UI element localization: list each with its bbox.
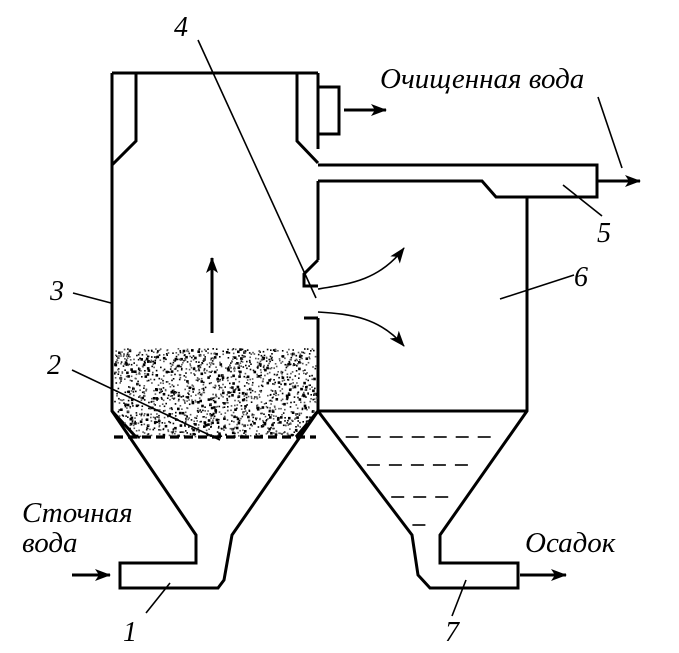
caption-waste-water-1: Сточная: [22, 497, 133, 529]
label-4: 4: [174, 12, 188, 43]
label-2: 2: [47, 350, 61, 381]
label-3: 3: [49, 276, 64, 307]
label-1: 1: [123, 617, 137, 648]
left-collar: [110, 73, 138, 167]
settler-tank: [316, 163, 599, 590]
outlet-nozzle: [318, 85, 341, 136]
overflow-trough: [318, 179, 527, 199]
filter-column: [110, 71, 341, 590]
caption-waste-water-2: вода: [22, 527, 78, 559]
leader-1: [145, 582, 171, 614]
filter-media-bed: [114, 348, 318, 439]
leader-clean-water: [597, 96, 623, 169]
label-6: 6: [574, 262, 588, 293]
label-5: 5: [597, 218, 611, 249]
inlet-cone-and-pipe: [110, 410, 320, 590]
filter-column-outline: [110, 71, 320, 439]
right-collar: [295, 73, 320, 165]
leader-6: [499, 274, 575, 300]
caption-clean-water: Очищенная вода: [380, 63, 584, 95]
leader-2: [71, 369, 221, 441]
settler-outline: [316, 163, 599, 590]
leader-7: [451, 579, 467, 617]
leader-5: [562, 184, 603, 217]
caption-sediment: Осадок: [525, 527, 616, 559]
leader-4: [197, 39, 317, 299]
flow-arrow-up: [317, 247, 405, 290]
leader-3: [72, 292, 112, 304]
label-7: 7: [445, 617, 460, 648]
sediment-hatching: [345, 436, 491, 526]
flow-arrow-down: [317, 311, 405, 347]
side-port: [302, 258, 320, 320]
